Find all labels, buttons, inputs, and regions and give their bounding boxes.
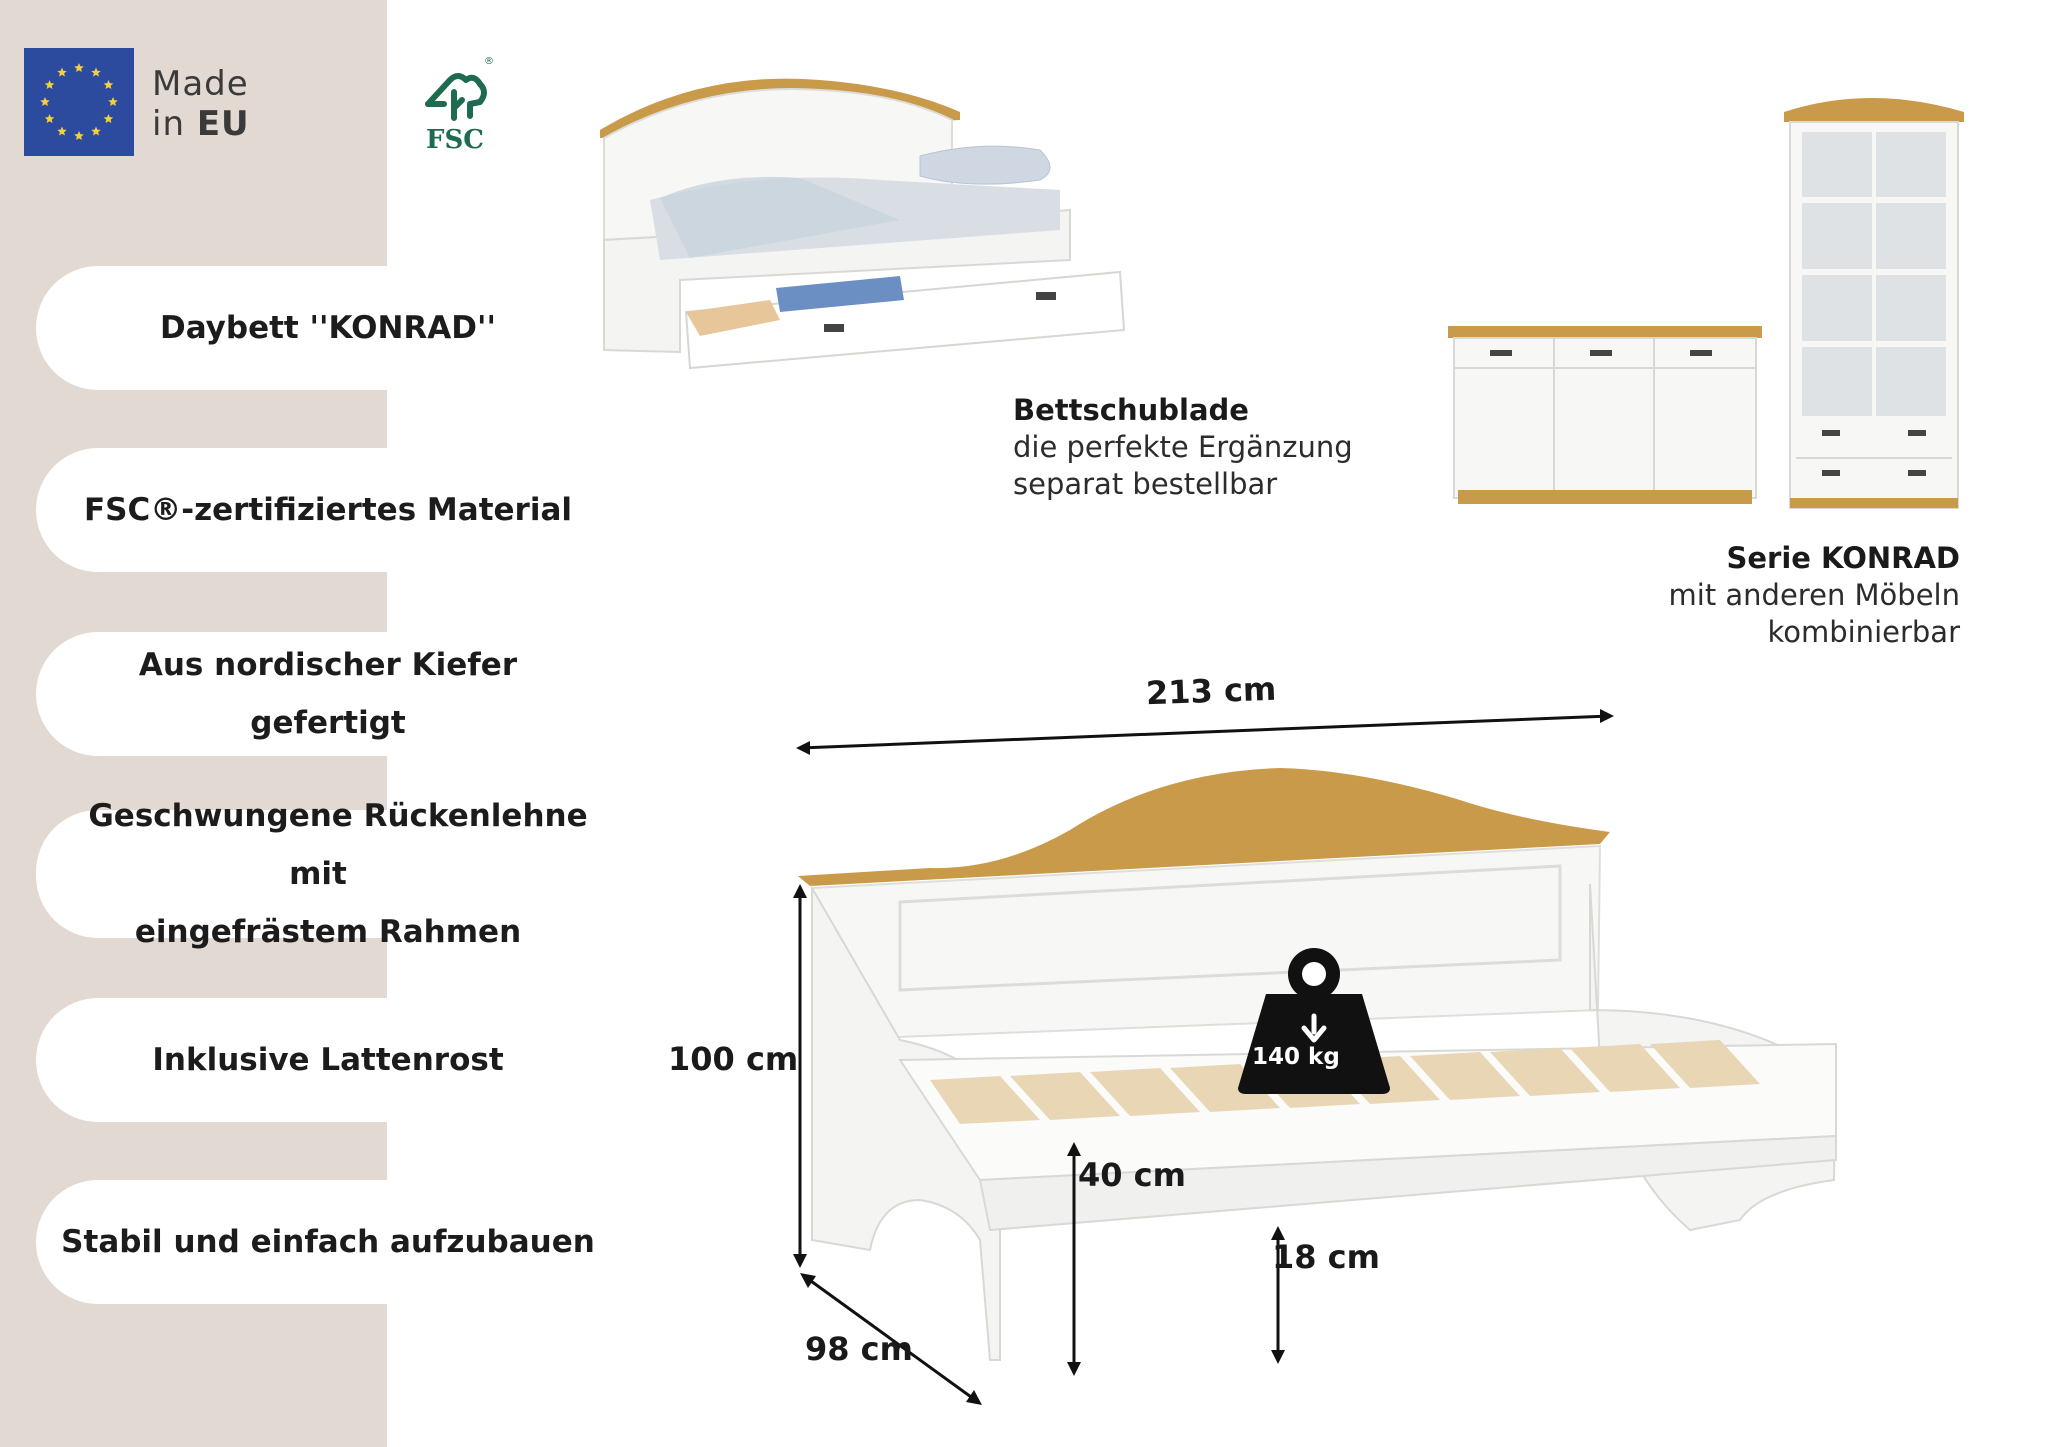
fsc-registered-mark: ® — [484, 56, 494, 67]
weight-icon — [1238, 948, 1390, 1094]
series-caption-title: Serie KONRAD — [1726, 541, 1960, 575]
feature-pill-daybett: Daybett ''KONRAD'' — [36, 266, 620, 390]
eu-star-icon — [103, 80, 114, 90]
series-caption-line2: kombinierbar — [1767, 615, 1960, 649]
drawer-caption: Bettschublade die perfekte Ergänzung sep… — [1013, 392, 1353, 503]
eu-star-icon — [103, 114, 114, 124]
dimension-clearance: 18 cm — [1272, 1238, 1380, 1276]
drawer-caption-line2: separat bestellbar — [1013, 467, 1278, 501]
feature-pill-aufbau: Stabil und einfach aufzubauen — [36, 1180, 620, 1304]
fsc-logo-icon: FSC ® — [425, 56, 494, 152]
series-caption-line1: mit anderen Möbeln — [1668, 578, 1960, 612]
made-in-eu-text: Made in EU — [152, 64, 250, 144]
dimension-seat-height: 40 cm — [1078, 1156, 1186, 1194]
feature-text: Aus nordischer Kiefer gefertigt — [138, 647, 518, 741]
fsc-text: FSC — [426, 125, 484, 152]
eu-label: EU — [196, 104, 250, 144]
shelf-cabinet-image — [1784, 98, 1964, 509]
dimension-depth: 98 cm — [805, 1330, 913, 1368]
sideboard-image — [1448, 326, 1762, 504]
eu-flag-icon — [24, 48, 134, 156]
dimension-length: 213 cm — [1145, 669, 1277, 713]
drawer-caption-title: Bettschublade — [1013, 393, 1249, 427]
eu-star-icon — [40, 97, 50, 107]
dimension-arrows — [793, 709, 1614, 1405]
load-capacity-label: 140 kg — [1252, 1044, 1340, 1070]
feature-text-line2: eingefrästem Rahmen — [134, 914, 522, 950]
eu-star-icon — [44, 114, 55, 124]
feature-text: FSC®-zertifiziertes Material — [83, 492, 573, 528]
eu-star-icon — [57, 67, 67, 77]
feature-text: Daybett ''KONRAD'' — [159, 310, 497, 346]
eu-star-icon — [57, 126, 67, 136]
eu-star-icon — [74, 131, 84, 141]
feature-pill-fsc: FSC®-zertifiziertes Material — [36, 448, 620, 572]
feature-pill-rueckenlehne: Geschwungene Rückenlehne mit eingefrästem… — [36, 798, 620, 950]
feature-pill-kiefer: Aus nordischer Kiefer gefertigt — [36, 632, 620, 756]
dimension-height: 100 cm — [668, 1040, 799, 1078]
eu-star-icon — [108, 97, 118, 107]
made-in-label: Made — [152, 64, 249, 104]
eu-star-icon — [91, 126, 101, 136]
in-label: in — [152, 104, 185, 144]
feature-pill-lattenrost: Inklusive Lattenrost — [36, 998, 620, 1122]
daybed-main-image — [798, 768, 1838, 1361]
daybed-with-drawer-image — [600, 78, 1126, 370]
drawer-caption-line1: die perfekte Ergänzung — [1013, 430, 1353, 464]
feature-text: Inklusive Lattenrost — [152, 1042, 504, 1078]
eu-star-icon — [74, 63, 84, 73]
feature-text: Stabil und einfach aufzubauen — [61, 1224, 595, 1260]
feature-text-line1: Geschwungene Rückenlehne mit — [88, 798, 588, 892]
feature-text: Geschwungene Rückenlehne mit eingefrästem… — [36, 787, 620, 961]
eu-star-icon — [44, 80, 55, 90]
eu-star-icon — [91, 67, 101, 77]
series-caption: Serie KONRAD mit anderen Möbeln kombinie… — [1669, 540, 1960, 651]
